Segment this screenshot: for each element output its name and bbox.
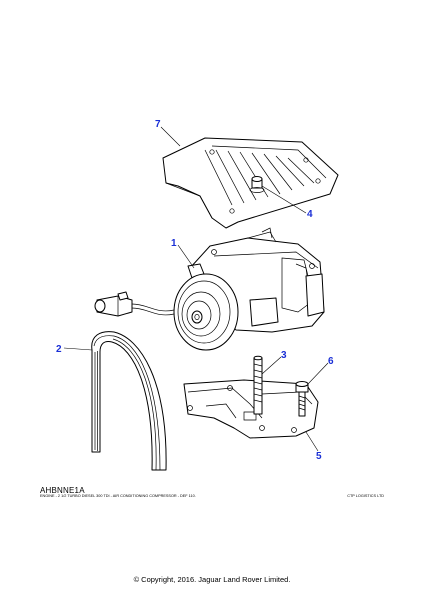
stud — [253, 355, 263, 415]
callout-5: 5 — [316, 451, 322, 462]
callout-1: 1 — [171, 238, 177, 249]
leader-3 — [261, 356, 282, 375]
leader-5 — [305, 431, 319, 452]
wiring-connector — [94, 291, 175, 317]
ac-compressor — [173, 227, 325, 351]
callout-7: 7 — [155, 119, 161, 130]
bolt — [295, 381, 309, 417]
callout-3: 3 — [281, 350, 287, 361]
mounting-bracket — [183, 379, 319, 439]
cover-fixing — [249, 176, 265, 193]
diagram-reference-code: AHBNNE1A — [40, 486, 85, 495]
callout-4: 4 — [307, 209, 313, 220]
callout-6: 6 — [328, 356, 334, 367]
vendor-label: CTP LOGISTICS LTD — [347, 494, 384, 498]
callout-2: 2 — [56, 344, 62, 355]
diagram-caption: ENGINE - 2 1/2 TURBO DIESEL 300 TDI - AI… — [40, 494, 196, 498]
leader-7 — [160, 126, 181, 147]
copyright-notice: © Copyright, 2016. Jaguar Land Rover Lim… — [133, 575, 291, 584]
leader-4 — [261, 185, 307, 214]
leader-1 — [177, 244, 195, 269]
engine-cover — [162, 137, 339, 229]
callouts: 7 4 1 2 3 6 5 — [56, 119, 334, 462]
drive-belt — [91, 331, 167, 471]
leader-6 — [307, 362, 329, 385]
leader-lines — [63, 126, 329, 452]
leader-2 — [63, 347, 93, 351]
